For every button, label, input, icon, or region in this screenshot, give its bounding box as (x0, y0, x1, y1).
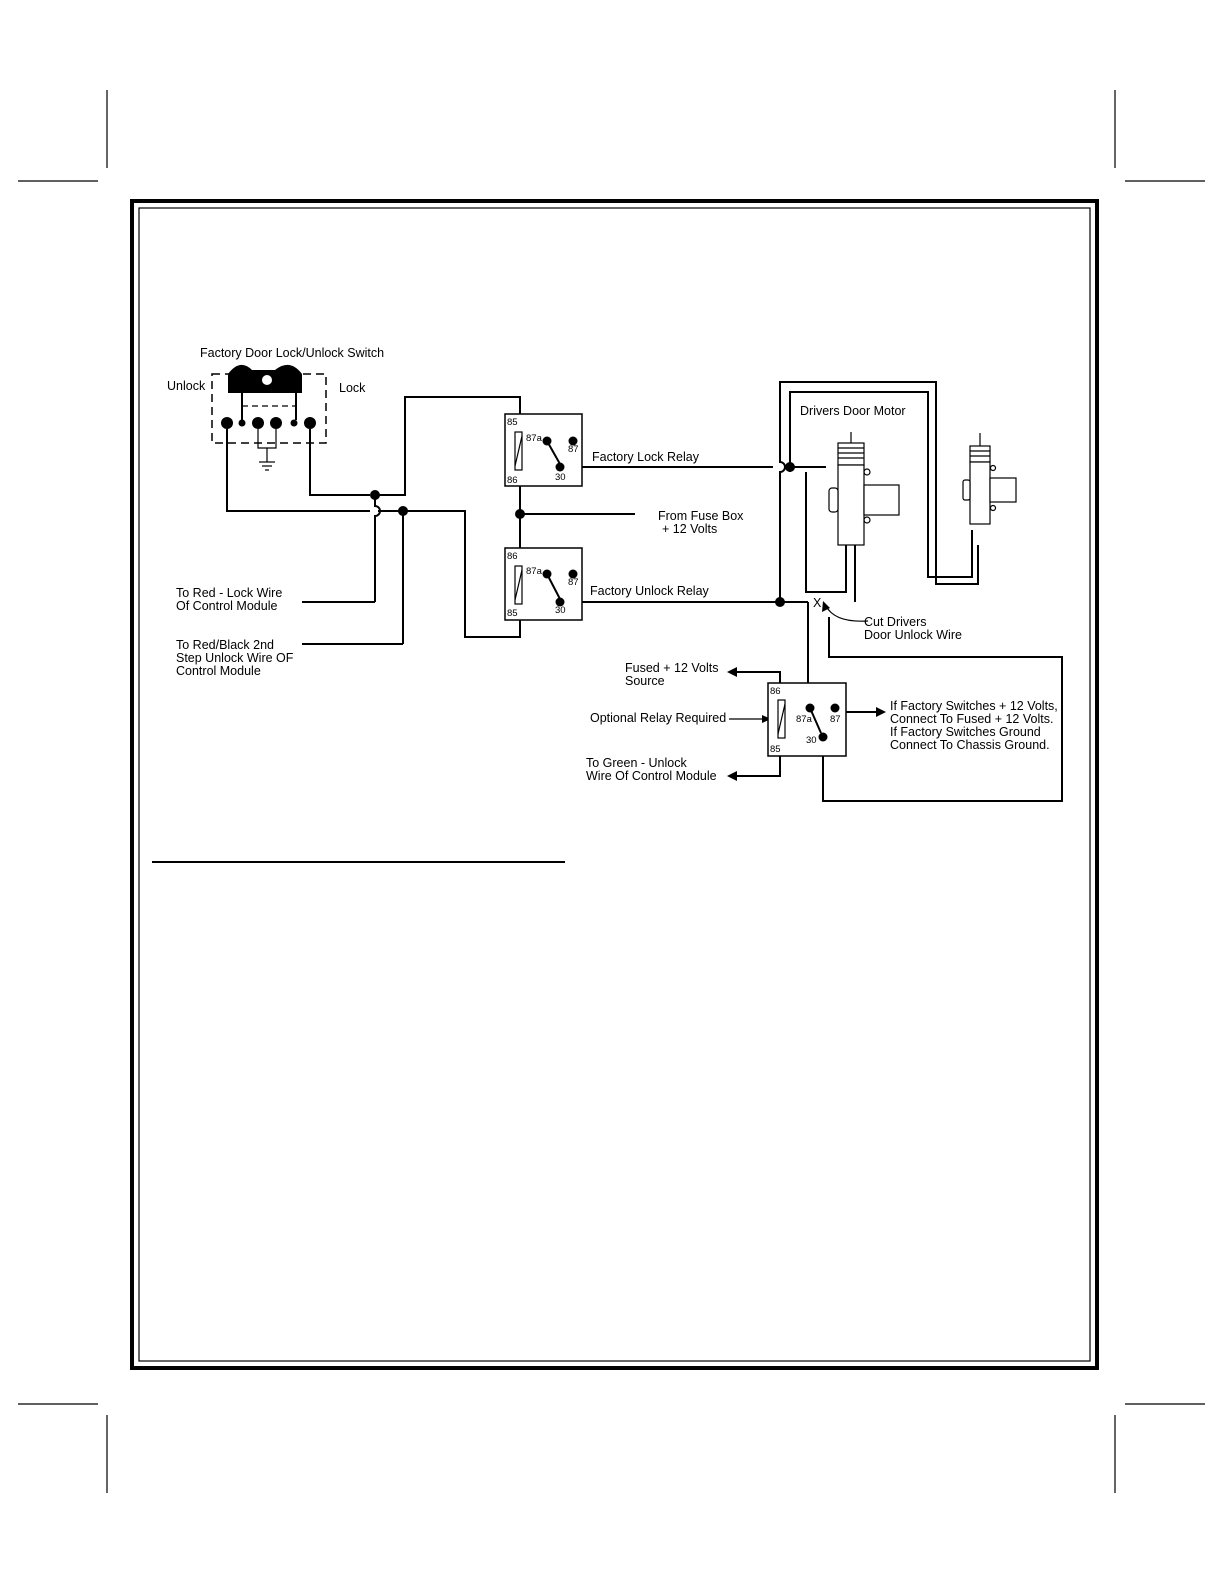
red-lock-label-2: Of Control Module (176, 599, 277, 613)
red-black-label-2: Step Unlock Wire OF (176, 651, 294, 665)
arrows (727, 601, 886, 781)
wires (226, 381, 1063, 802)
factory-unlock-relay: 86 85 87a 87 30 Factory Unlock Relay (504, 547, 710, 621)
motor-label: Drivers Door Motor (800, 404, 906, 418)
switch-unlock-label: Unlock (167, 379, 206, 393)
red-black-label-3: Control Module (176, 664, 261, 678)
svg-text:86: 86 (507, 475, 518, 486)
factory-switch-note-3: If Factory Switches Ground (890, 725, 1041, 739)
svg-text:87: 87 (568, 577, 579, 588)
svg-text:87a: 87a (526, 566, 543, 577)
green-unlock-label-1: To Green - Unlock (586, 756, 687, 770)
svg-text:30: 30 (555, 472, 566, 483)
optional-relay-label: Optional Relay Required (590, 711, 726, 725)
svg-text:87a: 87a (526, 433, 543, 444)
factory-switch-note-4: Connect To Chassis Ground. (890, 738, 1050, 752)
lock-relay-label: Factory Lock Relay (592, 450, 700, 464)
labels: From Fuse Box + 12 Volts X Cut Drivers D… (176, 509, 1058, 783)
switch-title: Factory Door Lock/Unlock Switch (200, 346, 384, 360)
crop-marks (18, 90, 1205, 1493)
svg-text:85: 85 (770, 744, 781, 755)
fused-source-label-1: Fused + 12 Volts (625, 661, 718, 675)
svg-text:85: 85 (507, 417, 518, 428)
outer-border (130, 199, 1099, 1370)
factory-switch-note-2: Connect To Fused + 12 Volts. (890, 712, 1053, 726)
drivers-door-motor: Drivers Door Motor (800, 404, 906, 546)
factory-switch: Factory Door Lock/Unlock Switch Unlock L… (167, 346, 384, 471)
svg-text:30: 30 (555, 605, 566, 616)
optional-relay: 86 85 87a 87 30 Optional Relay Required (590, 682, 847, 757)
inner-border (138, 207, 1091, 1362)
fuse-box-label: From Fuse Box (658, 509, 744, 523)
svg-text:87: 87 (830, 714, 841, 725)
red-black-label-1: To Red/Black 2nd (176, 638, 274, 652)
cut-mark: X (813, 596, 822, 610)
svg-text:87: 87 (568, 444, 579, 455)
fused-source-label-2: Source (625, 674, 665, 688)
unlock-relay-label: Factory Unlock Relay (590, 584, 710, 598)
svg-text:86: 86 (770, 686, 781, 697)
green-unlock-label-2: Wire Of Control Module (586, 769, 717, 783)
cut-wire-label-1: Cut Drivers (864, 615, 927, 629)
factory-lock-relay: 85 86 87a 87 30 Factory Lock Relay (504, 413, 700, 487)
junctions (370, 462, 795, 607)
svg-text:85: 85 (507, 608, 518, 619)
red-lock-label-1: To Red - Lock Wire (176, 586, 282, 600)
svg-text:30: 30 (806, 735, 817, 746)
factory-switch-note-1: If Factory Switches + 12 Volts, (890, 699, 1058, 713)
passenger-door-motor (962, 433, 1017, 525)
switch-lock-label: Lock (339, 381, 366, 395)
cut-wire-label-2: Door Unlock Wire (864, 628, 962, 642)
svg-text:86: 86 (507, 551, 518, 562)
fuse-box-volts-label: + 12 Volts (662, 522, 717, 536)
svg-text:87a: 87a (796, 714, 813, 725)
